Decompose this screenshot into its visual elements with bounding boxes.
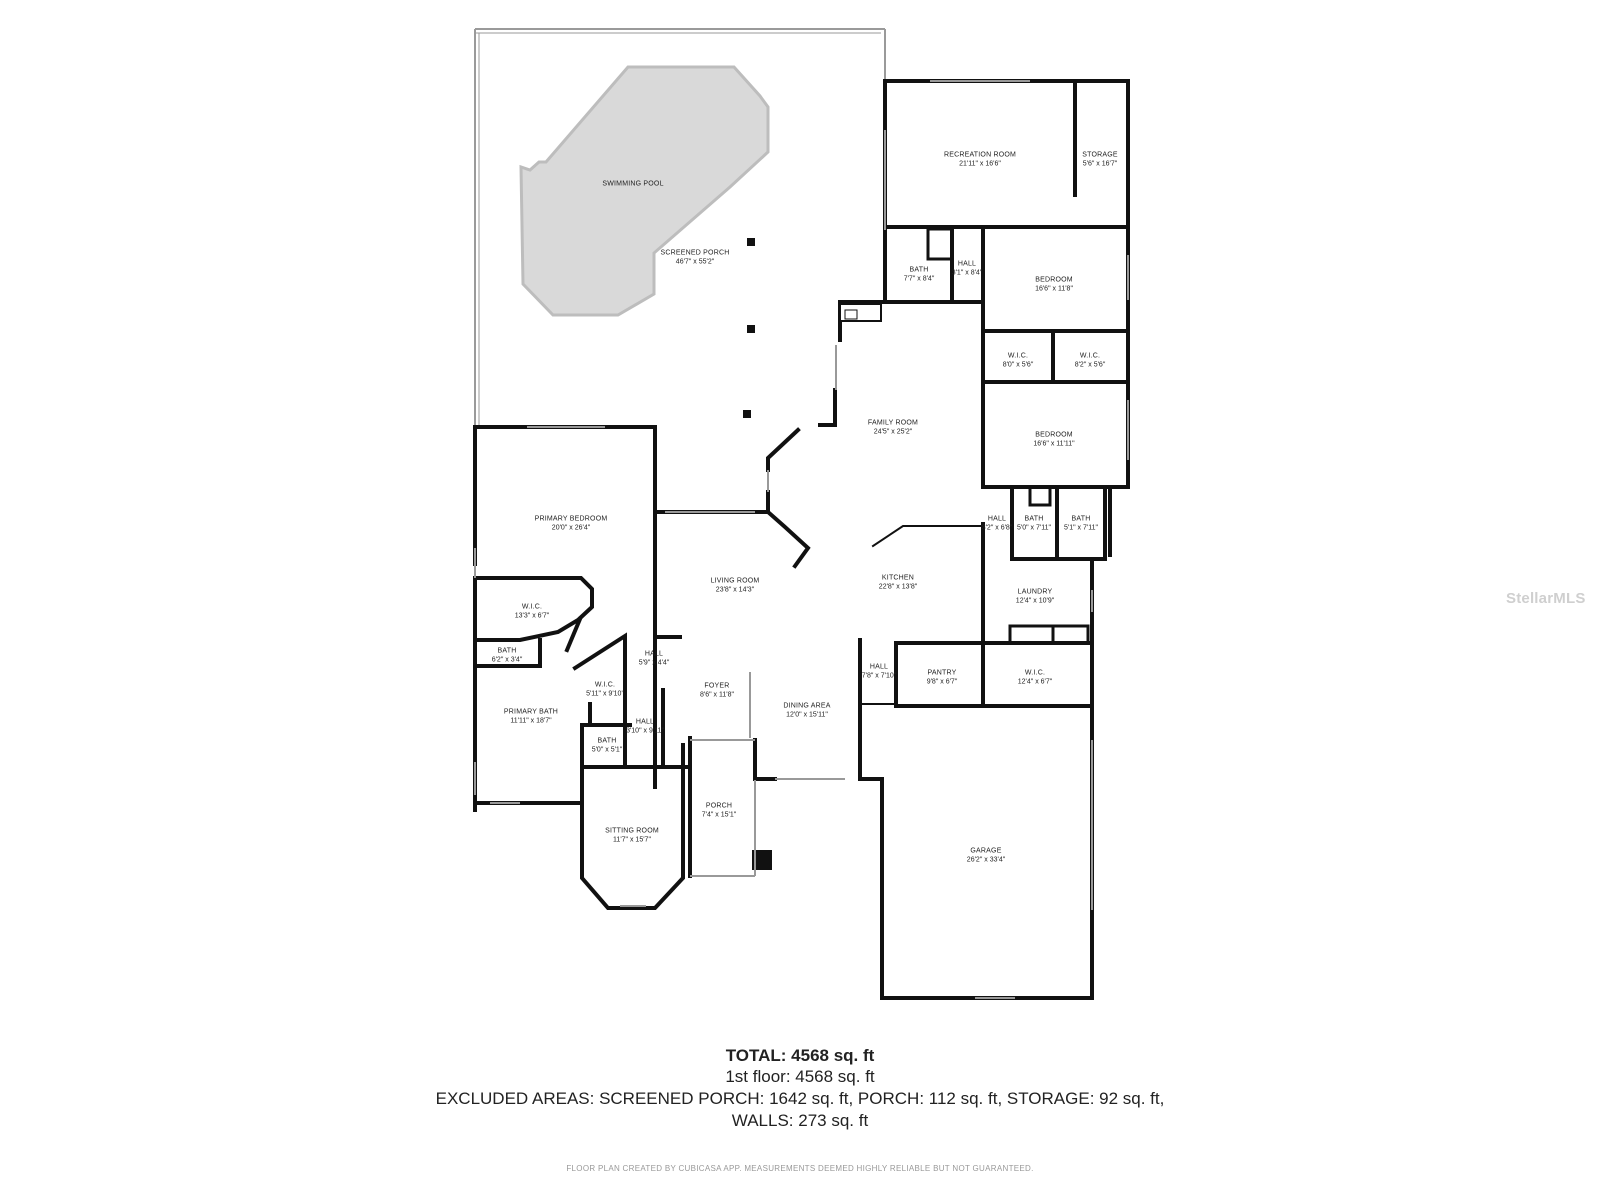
- walls-area: WALLS: 273 sq. ft: [731, 1111, 869, 1130]
- total-area: TOTAL: 4568 sq. ft: [725, 1046, 875, 1065]
- room-label-wic-primary: W.I.C.13'3" x 6'7": [514, 603, 550, 619]
- area-summary: TOTAL: 4568 sq. ft 1st floor: 4568 sq. f…: [0, 1046, 1600, 1132]
- room-label-swimming-pool: SWIMMING POOL: [602, 180, 664, 188]
- room-label-wic-small: W.I.C.5'11" x 9'10": [586, 681, 624, 697]
- windows: [474, 80, 1129, 999]
- floor-area: 1st floor: 4568 sq. ft: [725, 1067, 875, 1086]
- porch-columns: [743, 238, 772, 870]
- excluded-areas: EXCLUDED AREAS: SCREENED PORCH: 1642 sq.…: [435, 1089, 1165, 1108]
- fireplace-icon: [839, 303, 882, 322]
- room-label-wic-a: W.I.C.8'0" x 5'6": [1002, 352, 1034, 368]
- room-label-wic-b: W.I.C.8'2" x 5'6": [1074, 352, 1106, 368]
- room-label-wic-laundry: W.I.C.12'4" x 6'7": [1017, 669, 1053, 685]
- disclaimer: FLOOR PLAN CREATED BY CUBICASA APP. MEAS…: [566, 1164, 1034, 1173]
- watermark-stellarmls: StellarMLS: [1506, 590, 1586, 607]
- screened-porch-outline: [474, 28, 886, 427]
- swimming-pool: [519, 65, 770, 317]
